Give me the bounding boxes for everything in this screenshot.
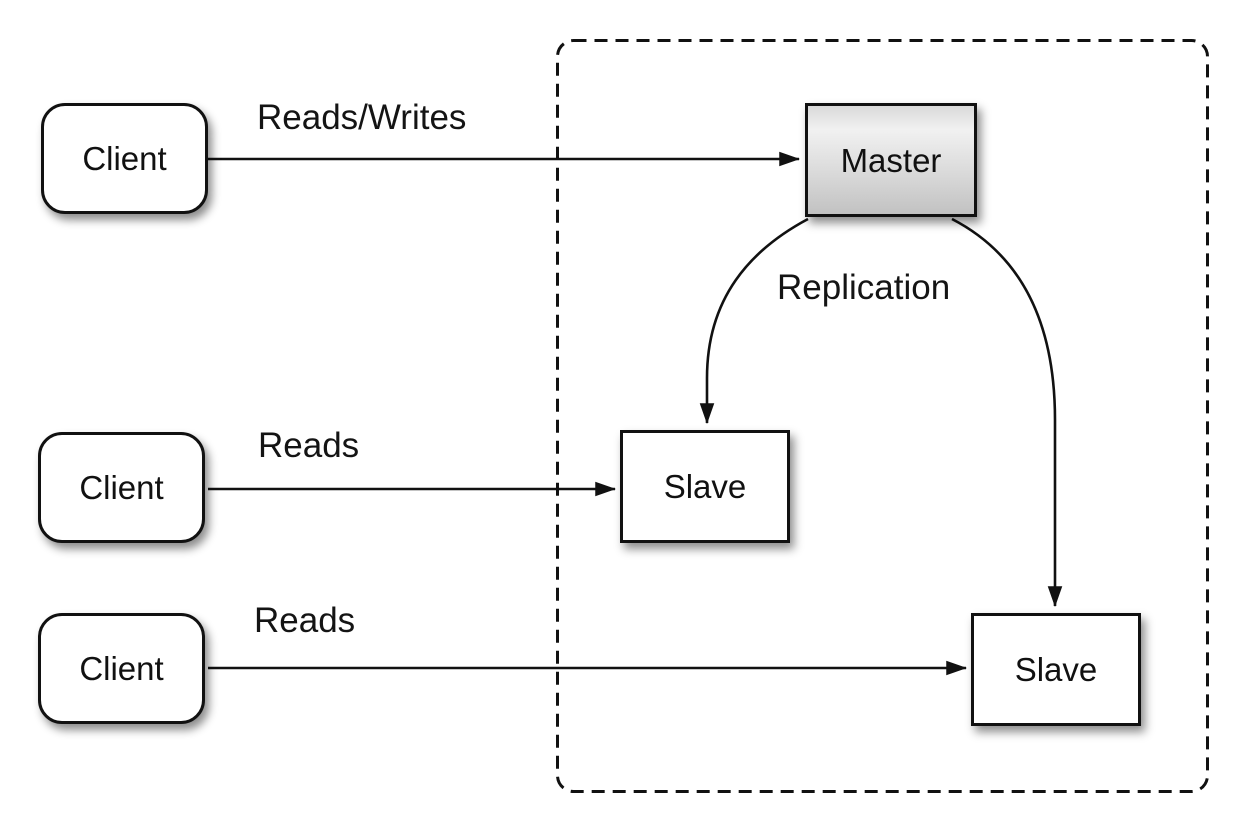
- client-node-2: Client: [38, 432, 205, 543]
- edge-master-slave1: [699, 217, 809, 425]
- slave-node-2: Slave: [971, 613, 1141, 726]
- edge-label-reads-1: Reads: [258, 426, 360, 465]
- client-node-2-label: Client: [79, 469, 164, 506]
- edge-label-reads-writes: Reads/Writes: [257, 98, 467, 137]
- master-node: Master: [805, 103, 977, 217]
- edge-master-slave2: [951, 217, 1063, 608]
- client-node-3: Client: [38, 613, 205, 724]
- edge-label-reads-2: Reads: [254, 601, 356, 640]
- slave-node-2-label: Slave: [1014, 651, 1098, 688]
- slave-node-1: Slave: [620, 430, 790, 543]
- client-node-1: Client: [41, 103, 208, 214]
- client-node-3-label: Client: [79, 650, 164, 687]
- slave-node-1-label: Slave: [663, 468, 747, 505]
- master-node-label: Master: [840, 141, 942, 179]
- client-node-1-label: Client: [82, 140, 167, 177]
- edge-label-replication: Replication: [777, 268, 951, 307]
